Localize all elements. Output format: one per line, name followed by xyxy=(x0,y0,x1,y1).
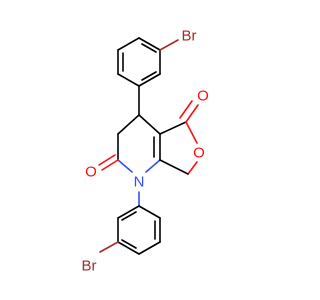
bond xyxy=(117,37,140,51)
bond xyxy=(117,205,140,219)
oxygen-label-ring: O xyxy=(193,145,205,162)
bonds xyxy=(98,37,199,255)
bond-n-c xyxy=(145,159,161,173)
bond-c-br xyxy=(159,39,179,51)
bond xyxy=(138,37,161,51)
bond-c-o xyxy=(101,159,119,171)
molecule-diagram: Br O O O N Br xyxy=(0,0,300,300)
bromine-label-bottom: Br xyxy=(82,258,97,275)
bond-c-o xyxy=(185,104,199,123)
bond-inner xyxy=(141,43,157,53)
bond-c-o xyxy=(185,121,198,144)
oxygen-label-ketone: O xyxy=(197,88,209,105)
background xyxy=(0,0,300,300)
bond xyxy=(138,114,161,135)
bond-c-br xyxy=(99,241,119,253)
bromine-label-top: Br xyxy=(182,28,197,45)
bond-c-o-double xyxy=(179,100,193,119)
bond-o-c xyxy=(187,161,198,175)
bond xyxy=(117,73,140,87)
bond-inner xyxy=(121,211,137,221)
bond xyxy=(117,114,140,135)
bond xyxy=(138,205,161,219)
bond-inner xyxy=(141,71,157,81)
bond xyxy=(159,121,187,135)
nitrogen-label: N xyxy=(134,174,145,191)
bond xyxy=(138,241,161,255)
oxygen-label-amide: O xyxy=(85,164,97,181)
bond-c-n xyxy=(117,159,133,173)
bond xyxy=(159,159,189,175)
bond xyxy=(138,73,161,87)
atom-labels: Br O O O N Br xyxy=(82,28,209,275)
bond xyxy=(117,241,140,255)
bond-inner xyxy=(121,239,137,249)
bond-c-o-double xyxy=(98,154,116,166)
